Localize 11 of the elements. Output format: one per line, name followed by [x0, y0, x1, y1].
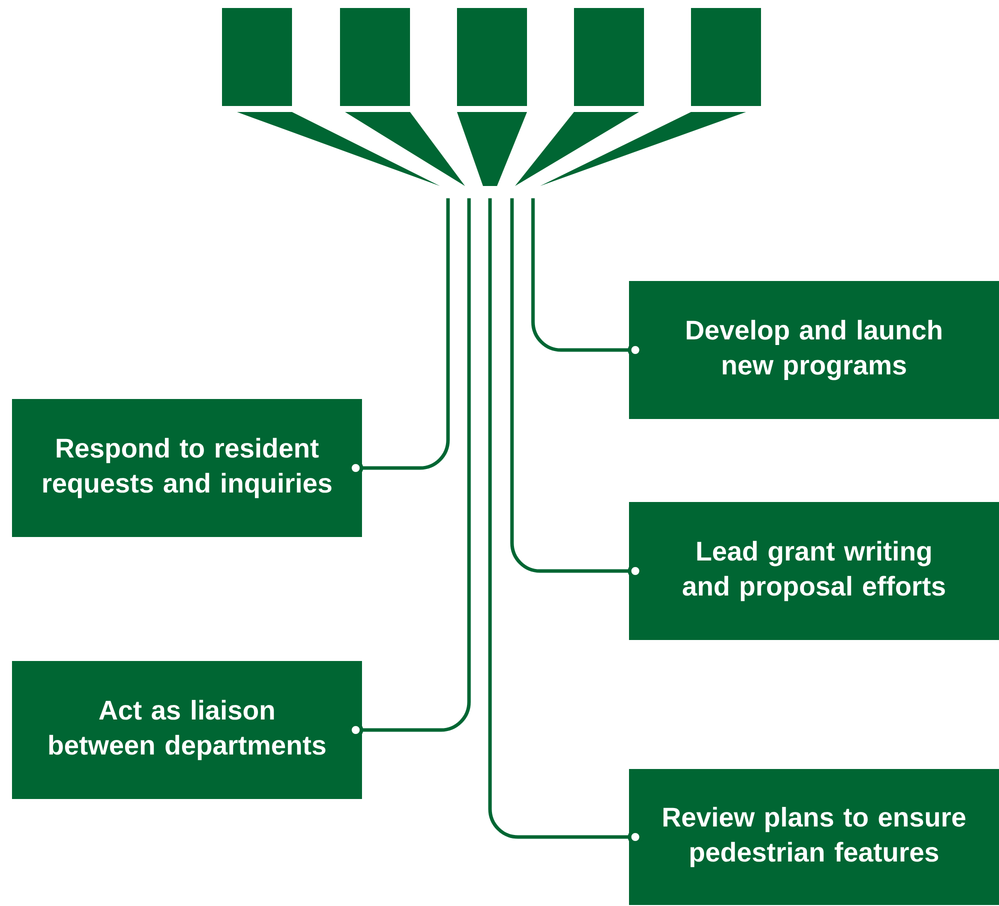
block — [340, 8, 410, 106]
task-box: Act as liaison between departments — [12, 661, 362, 799]
funnel-drawing — [237, 112, 746, 186]
task-box: Respond to resident requests and inquiries — [12, 399, 362, 537]
task-box: Lead grant writing and proposal efforts — [629, 502, 999, 640]
block — [222, 8, 292, 106]
block — [691, 8, 761, 106]
task-box: Review plans to ensure pedestrian features — [629, 769, 999, 906]
task-box: Develop and launch new programs — [629, 281, 999, 419]
block — [574, 8, 644, 106]
block — [457, 8, 527, 106]
